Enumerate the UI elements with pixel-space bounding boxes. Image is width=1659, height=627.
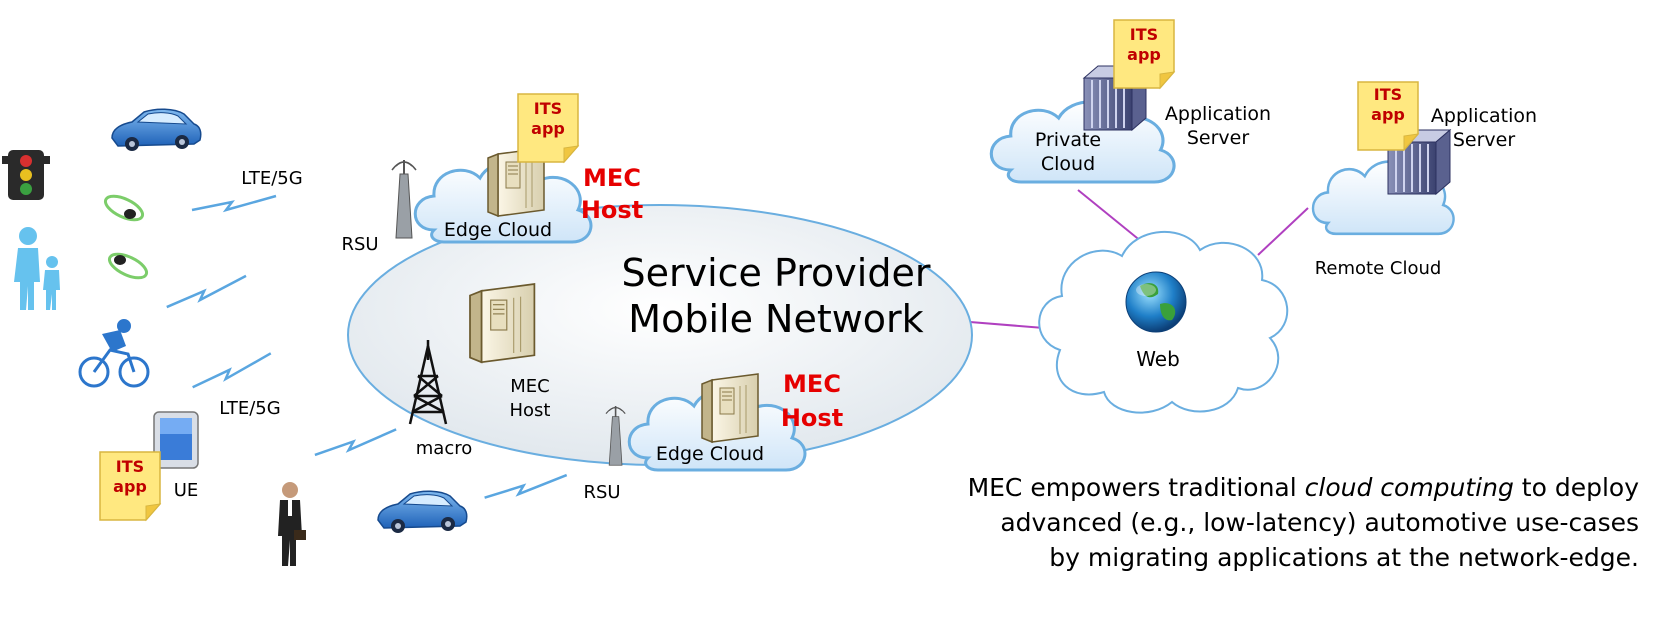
rsu-label-bottom: RSU: [583, 482, 620, 503]
lte-label-top: LTE/5G: [241, 168, 302, 189]
mec-host-center-line1: MEC: [510, 376, 549, 397]
rsu-icon-top: [391, 159, 417, 239]
traffic-light-icon: [2, 150, 50, 200]
its-note-private-line1: ITS: [1130, 25, 1158, 44]
app-server-right-line2: Server: [1453, 129, 1515, 151]
tower-icon: [408, 340, 448, 425]
mec-host-bottom-line1: MEC: [783, 370, 841, 398]
private-cloud-line1: Private: [1035, 129, 1101, 151]
its-note-remote-line1: ITS: [1374, 85, 1402, 104]
edge-cloud-top-label: Edge Cloud: [444, 219, 552, 241]
businessman-icon: [278, 482, 306, 566]
wireless-link-1: [190, 194, 278, 212]
caption-emphasis: cloud computing: [1304, 473, 1514, 502]
remote-cloud-label: Remote Cloud: [1315, 258, 1442, 279]
ue-label: UE: [174, 480, 199, 501]
sensor-icon-bottom: [107, 252, 149, 280]
its-note-private-line2: app: [1127, 45, 1161, 64]
sensor-icon-top: [103, 194, 145, 222]
caption-line2: advanced (e.g., low-latency) automotive …: [1000, 508, 1639, 537]
caption-part2: to deploy: [1513, 473, 1639, 502]
its-note-ue-line2: app: [113, 477, 147, 496]
mec-host-bottom-line2: Host: [781, 404, 843, 432]
car-icon-bottom: [377, 490, 468, 534]
its-note-edge-top-line1: ITS: [534, 99, 562, 118]
wireless-link-2: [162, 274, 251, 309]
web-label: Web: [1136, 347, 1180, 371]
tablet-icon: [153, 411, 199, 469]
private-cloud-line2: Cloud: [1041, 153, 1095, 175]
server-icon-mec-center: [469, 283, 536, 364]
link-remote-cloud-web: [1257, 207, 1309, 256]
its-note-ue-line1: ITS: [116, 457, 144, 476]
globe-icon: [1125, 271, 1187, 333]
wireless-link-5: [481, 473, 570, 499]
diagram-caption: MEC empowers traditional cloud computing…: [879, 470, 1639, 575]
its-note-edge-top-line2: app: [531, 119, 565, 138]
caption-line3: by migrating applications at the network…: [1049, 543, 1639, 572]
network-title-line2: Mobile Network: [628, 297, 923, 341]
caption-line1: MEC empowers traditional cloud computing…: [879, 470, 1639, 505]
app-server-left-line2: Server: [1187, 127, 1249, 149]
app-server-left-line1: Application: [1165, 103, 1271, 125]
its-note-remote-line2: app: [1371, 105, 1405, 124]
app-server-right-line1: Application: [1431, 105, 1537, 127]
wireless-link-3: [188, 352, 276, 389]
macro-label: macro: [416, 438, 472, 459]
link-network-web: [969, 321, 1045, 329]
network-title-line1: Service Provider: [622, 251, 931, 295]
lte-label-bottom: LTE/5G: [219, 398, 280, 419]
car-icon-top: [111, 108, 202, 152]
edge-cloud-bottom-label: Edge Cloud: [656, 443, 764, 465]
mec-host-top-line2: Host: [581, 196, 643, 224]
pedestrian-icon: [14, 227, 60, 310]
wireless-link-4: [311, 428, 400, 457]
caption-part1: MEC empowers traditional: [967, 473, 1305, 502]
rsu-label-top: RSU: [341, 234, 378, 255]
mec-host-top-line1: MEC: [583, 164, 641, 192]
mec-host-center-line2: Host: [510, 400, 551, 421]
server-icon-edge-bottom: [701, 373, 759, 443]
cyclist-icon: [78, 319, 150, 388]
